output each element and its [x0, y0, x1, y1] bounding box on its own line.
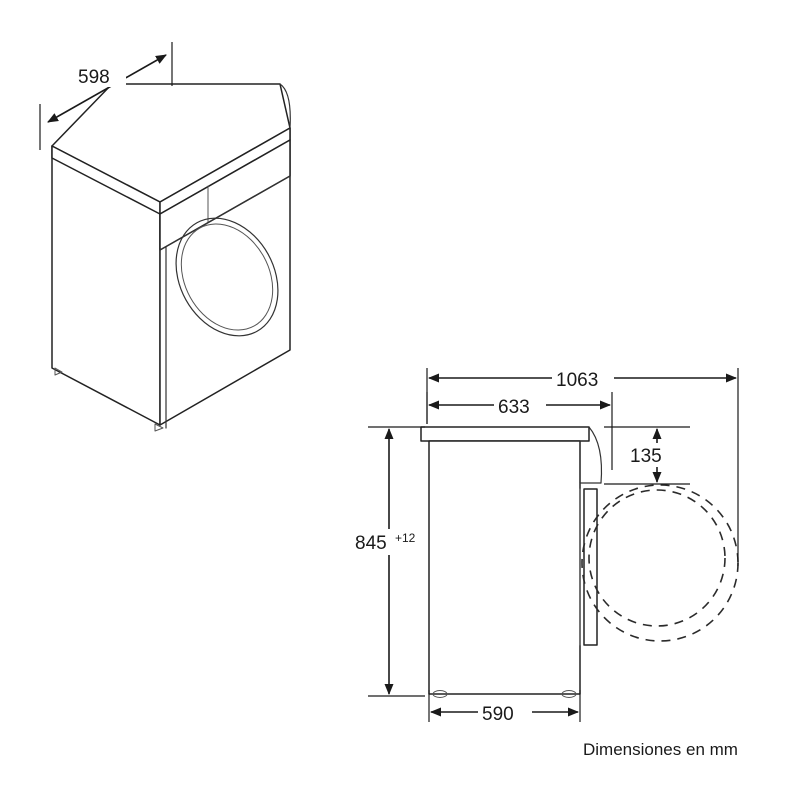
door-swing-arc-inner [588, 489, 726, 627]
dim-845-text-bg [352, 529, 428, 555]
dim-633-text-bg [494, 393, 546, 417]
dim-135-text-bg [626, 443, 674, 467]
side-cabinet-body [428, 440, 581, 695]
side-foot-front [561, 690, 577, 698]
dim-label-845-tolerance: +12 [395, 531, 416, 545]
side-foot-rear [432, 690, 448, 698]
dim-label-598: 598 [78, 67, 110, 88]
dim-1063-text-bg [552, 366, 614, 390]
units-note: Dimensiones en mm [583, 740, 738, 759]
iso-dim-598-line [47, 54, 167, 123]
side-front-top-curve [588, 426, 603, 484]
dim-label-1063: 1063 [556, 370, 598, 391]
iso-door-outer-ring [175, 217, 279, 337]
dim-590-text-bg [478, 700, 532, 724]
isometric-view: 598 [39, 42, 291, 432]
dim-label-845: 845 [355, 533, 387, 554]
iso-top-right-corner-curve [279, 83, 291, 129]
iso-dim-598-text-bg [72, 63, 126, 87]
dim-label-590: 590 [482, 704, 514, 725]
side-elevation-view: 1063 633 135 845 +12 590 [352, 366, 739, 725]
door-swing-arc-outer [581, 484, 739, 642]
dim-label-633: 633 [498, 397, 530, 418]
dim-label-135: 135 [630, 446, 662, 467]
iso-foot-rear-left [54, 367, 63, 376]
side-top-lid [420, 426, 590, 442]
side-door-panel [583, 488, 598, 646]
iso-door-inner-ring [180, 223, 274, 331]
iso-foot-front-left [154, 423, 164, 432]
